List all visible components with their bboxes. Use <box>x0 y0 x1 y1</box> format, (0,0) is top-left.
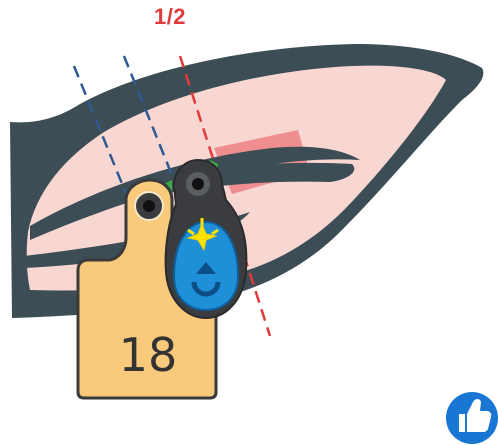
tag-number: 18 <box>112 328 184 382</box>
fraction-label: 1/2 <box>150 4 190 30</box>
like-button[interactable] <box>446 391 498 445</box>
tag-hole-pin <box>143 200 155 212</box>
button-tag-hole-pin <box>192 178 204 190</box>
